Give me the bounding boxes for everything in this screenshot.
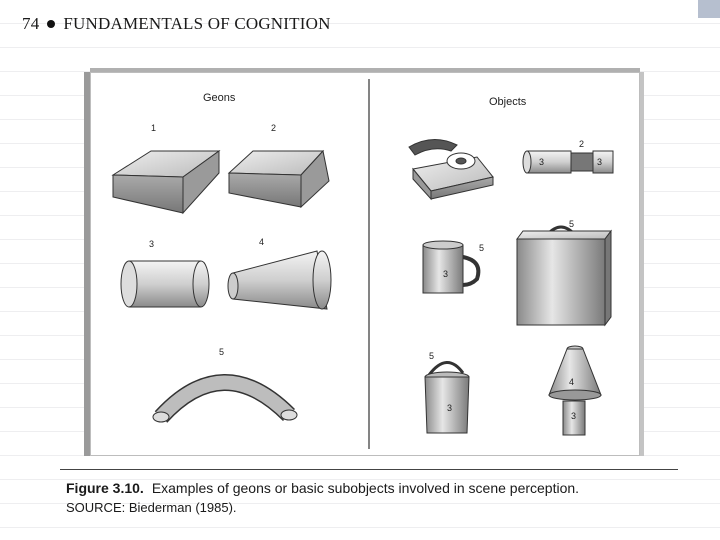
caption-text: Examples of geons or basic subobjects in… bbox=[152, 480, 579, 496]
flashlight-part-2: 2 bbox=[579, 139, 584, 149]
figure-3-10: Geons Objects 1 2 3 4 5 bbox=[90, 72, 640, 456]
bucket-part-5: 5 bbox=[429, 351, 434, 361]
geon-number-2: 2 bbox=[271, 123, 276, 133]
object-mug bbox=[423, 241, 478, 293]
figure-source: SOURCE: Biederman (1985). bbox=[66, 500, 237, 515]
geon-number-1: 1 bbox=[151, 123, 156, 133]
lamp-part-4: 4 bbox=[569, 377, 574, 387]
page-header: 74 FUNDAMENTALS OF COGNITION bbox=[22, 14, 331, 34]
geon-1-wedge-block bbox=[113, 151, 219, 213]
page-number: 74 bbox=[22, 14, 39, 33]
running-title: FUNDAMENTALS OF COGNITION bbox=[63, 14, 330, 33]
suitcase-part-5: 5 bbox=[569, 219, 574, 229]
object-telephone bbox=[409, 139, 493, 199]
geon-2-box bbox=[229, 151, 329, 207]
objects-title: Objects bbox=[489, 96, 527, 108]
geon-5-curved-tube bbox=[153, 382, 297, 422]
mug-part-5: 5 bbox=[479, 243, 484, 253]
figure-caption: Figure 3.10. Examples of geons or basic s… bbox=[66, 480, 579, 496]
mug-part-3: 3 bbox=[443, 269, 448, 279]
geon-4-cone bbox=[228, 251, 331, 309]
lamp-part-3: 3 bbox=[571, 411, 576, 421]
bullet-dot-icon bbox=[47, 20, 55, 28]
object-suitcase bbox=[517, 227, 611, 325]
geon-number-4: 4 bbox=[259, 237, 264, 247]
bucket-part-3: 3 bbox=[447, 403, 452, 413]
corner-tab bbox=[698, 0, 720, 18]
geon-number-5: 5 bbox=[219, 347, 224, 357]
flashlight-part-3a: 3 bbox=[539, 157, 544, 167]
object-lamp bbox=[549, 346, 601, 435]
object-bucket bbox=[425, 362, 469, 433]
flashlight-part-3b: 3 bbox=[597, 157, 602, 167]
figure-illustration: Geons Objects 1 2 3 4 5 bbox=[91, 73, 639, 455]
geon-3-cylinder bbox=[121, 261, 209, 307]
caption-rule bbox=[60, 469, 678, 470]
geon-number-3: 3 bbox=[149, 239, 154, 249]
geons-title: Geons bbox=[203, 92, 236, 104]
figure-label: Figure 3.10. bbox=[66, 480, 144, 496]
